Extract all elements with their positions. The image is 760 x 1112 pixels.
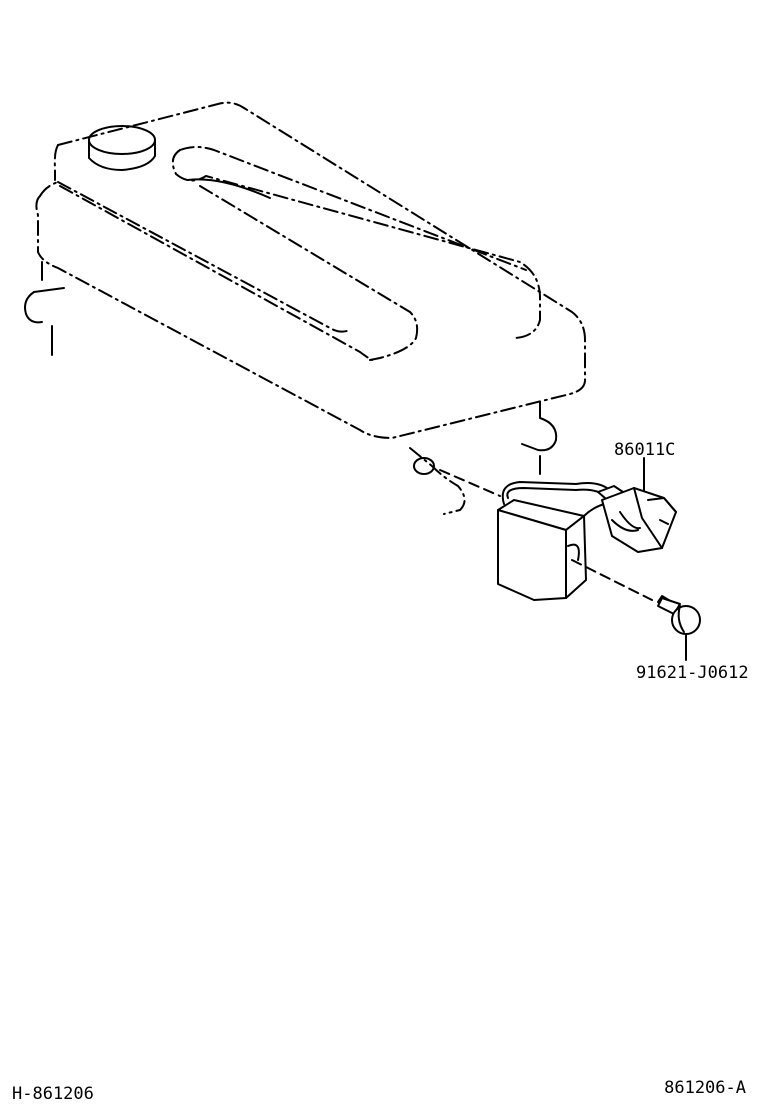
callout-harness-label: 86011C (614, 440, 675, 460)
housing-outline (24, 101, 586, 439)
cap-disc (88, 125, 156, 171)
slot-rib (59, 146, 541, 361)
bolt-icon (571, 559, 701, 635)
callout-bolt-label: 91621-J0612 (636, 663, 749, 683)
mount-stubs (409, 401, 558, 515)
diagram-code-right: 861206-A (664, 1078, 746, 1098)
control-module (497, 499, 587, 601)
diagram-code-left: H-861206 (12, 1084, 94, 1104)
connector-plug (597, 485, 677, 553)
